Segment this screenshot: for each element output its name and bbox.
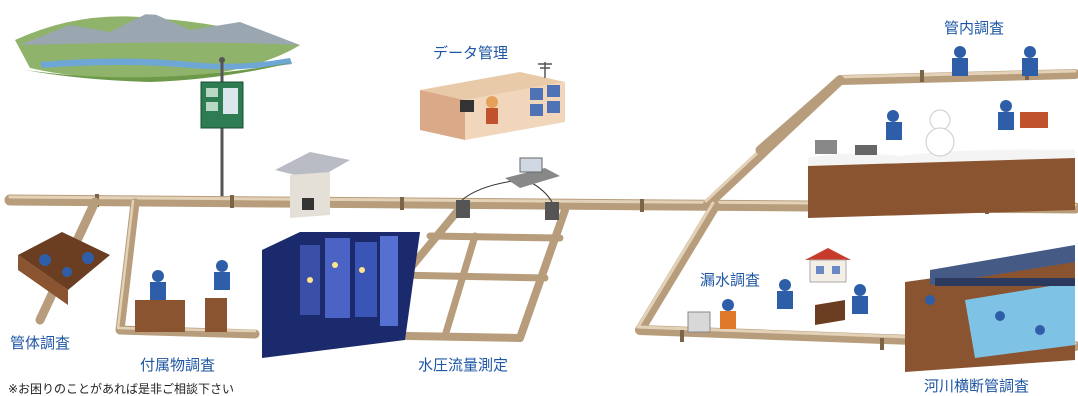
leak-survey-scene [687,248,868,333]
branch-pipe-upper-right [703,68,1078,209]
river-crossing-scene [905,245,1075,372]
label-attachments-survey: 付属物調査 [140,356,215,374]
label-river-crossing-survey: 河川横断管調査 [924,377,1029,395]
pipe-body-excavation [18,232,110,305]
attachments-survey-pit [135,260,230,332]
label-pressure-flow-measurement: 水圧流量測定 [418,356,508,374]
valve-chamber [275,152,350,218]
night-city-scene [262,232,420,358]
label-leak-survey: 漏水調査 [700,271,760,289]
data-management-office [420,62,565,140]
water-source-landscape [15,9,300,82]
footnote: ※お困りのことがあれば是非ご相談下さい [8,381,234,396]
in-pipe-survey-area [808,46,1075,218]
label-pipe-body-survey: 管体調査 [10,334,70,352]
label-in-pipe-survey: 管内調査 [944,19,1004,37]
telemetry-station [200,57,244,205]
label-data-management: データ管理 [433,44,508,62]
